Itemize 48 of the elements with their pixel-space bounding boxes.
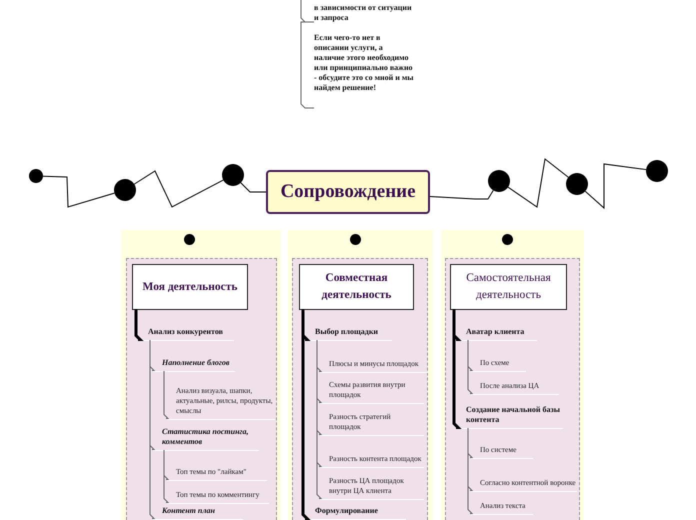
circle-marker: [222, 164, 244, 186]
connector-line: [134, 309, 144, 341]
topic-node: [153, 508, 243, 520]
connector-line: [134, 170, 224, 208]
subtopic-node: [320, 476, 424, 500]
circle-marker: [566, 173, 588, 195]
connector-line: [508, 158, 569, 208]
topic-label: Формулирование: [315, 506, 378, 516]
topic-label: Наполнение блогов: [162, 358, 230, 368]
note-text: в зависимости от ситуации и запроса: [314, 3, 413, 23]
circle-marker: [184, 234, 194, 244]
category-title: Самостоятельная деятельность: [465, 271, 552, 303]
circle-marker: [502, 234, 512, 244]
circle-marker: [29, 169, 43, 183]
connector-line: [164, 450, 170, 503]
connector-line: [302, 309, 311, 520]
category-title: Совместная деятельность: [320, 271, 392, 303]
circle-marker: [488, 170, 510, 192]
topic-label: Выбор площадки: [315, 327, 378, 337]
connector-line: [316, 340, 322, 499]
topic-label: Статистика постинга, комментов: [162, 427, 250, 447]
connector-line: [452, 309, 462, 429]
central-topic-box: [266, 170, 430, 214]
topic-label: Аватар клиента: [466, 327, 524, 337]
column-panel: [288, 230, 433, 520]
group-panel: [292, 258, 428, 520]
connector-line: [240, 182, 266, 192]
topic-label: Создание начальной базы контента: [466, 405, 561, 425]
central-topic: Сопровождение: [280, 181, 416, 203]
category-box: [132, 264, 248, 310]
category-box: [450, 264, 567, 310]
note-text: Если чего-то нет в описании услуги, а наличие этого необходимо или принципиально важно - обсудите это со мной и мы найдем решение!: [314, 33, 414, 93]
connector-line: [468, 340, 474, 394]
category-box: [299, 264, 414, 310]
circle-marker: [646, 160, 668, 182]
subtopic-node: [320, 380, 424, 404]
connector-line: [42, 176, 115, 208]
connector-line: [300, 22, 314, 108]
topic-label: Контент план: [162, 506, 215, 516]
subtopic-node: [320, 412, 424, 436]
connector-line: [430, 190, 494, 200]
connector-line: [164, 370, 170, 419]
topic-node: [153, 356, 235, 372]
topic-label: Анализ конкурентов: [148, 327, 223, 337]
circle-marker: [114, 179, 136, 201]
category-title: Моя деятельность: [142, 280, 238, 294]
connector-line: [584, 163, 647, 210]
circle-marker: [350, 234, 360, 244]
